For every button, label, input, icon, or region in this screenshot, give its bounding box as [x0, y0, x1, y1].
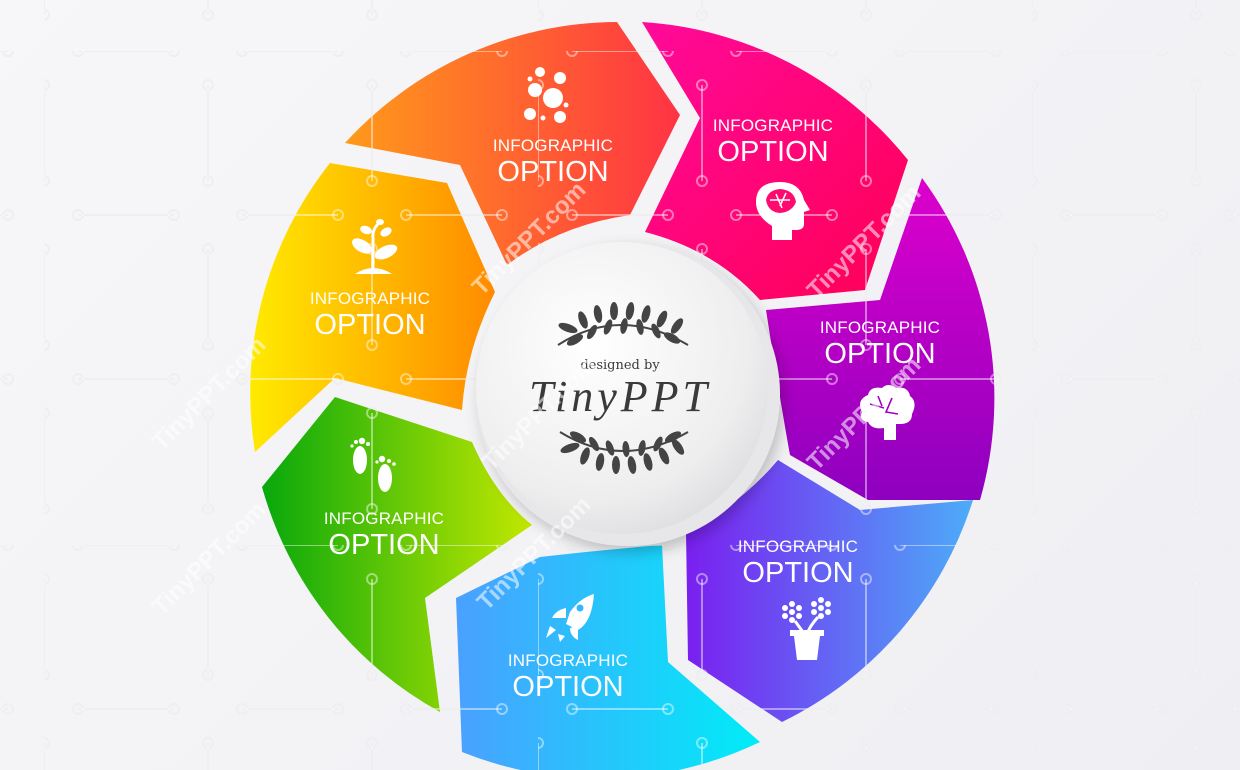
- segment-purple-subtitle: INFOGRAPHIC: [819, 318, 941, 337]
- flower-pot-icon: [782, 597, 831, 660]
- segment-purple-label: INFOGRAPHIC OPTION: [820, 319, 940, 369]
- brand-text: TinyPPT: [528, 372, 712, 421]
- segment-yellow-label: INFOGRAPHIC OPTION: [310, 290, 430, 340]
- segment-violet-label: INFOGRAPHIC OPTION: [738, 538, 858, 588]
- rocket-icon: [546, 594, 594, 642]
- segment-cyan-label: INFOGRAPHIC OPTION: [508, 652, 628, 702]
- segment-yellow-subtitle: INFOGRAPHIC: [309, 289, 431, 308]
- laurel-bottom-icon: [559, 431, 689, 474]
- segment-magenta-title: OPTION: [717, 136, 829, 168]
- bubbles-icon: [524, 67, 569, 123]
- segment-yellow-title: OPTION: [314, 309, 426, 341]
- segment-orange-title: OPTION: [497, 156, 609, 188]
- head-brain-icon: [756, 182, 810, 240]
- segment-violet-subtitle: INFOGRAPHIC: [737, 537, 859, 556]
- brain-icon: [860, 385, 915, 440]
- laurel-top-icon: [557, 302, 689, 346]
- segment-cyan-title: OPTION: [512, 671, 624, 703]
- designed-by-text: designed by: [580, 358, 660, 373]
- segment-green-label: INFOGRAPHIC OPTION: [324, 510, 444, 560]
- plant-sprout-icon: [352, 219, 398, 274]
- segment-purple-title: OPTION: [824, 338, 936, 370]
- footprints-icon: [350, 437, 396, 492]
- segment-magenta-label: INFOGRAPHIC OPTION: [713, 117, 833, 167]
- segment-violet-title: OPTION: [742, 557, 854, 589]
- segment-magenta-subtitle: INFOGRAPHIC: [712, 116, 834, 135]
- segment-green-title: OPTION: [328, 529, 440, 561]
- segment-orange-subtitle: INFOGRAPHIC: [492, 136, 614, 155]
- center-circle[interactable]: [476, 242, 768, 534]
- segment-orange-label: INFOGRAPHIC OPTION: [493, 137, 613, 187]
- center-logo: designed by TinyPPT: [529, 358, 711, 422]
- segment-green-subtitle: INFOGRAPHIC: [323, 509, 445, 528]
- segment-cyan-subtitle: INFOGRAPHIC: [507, 651, 629, 670]
